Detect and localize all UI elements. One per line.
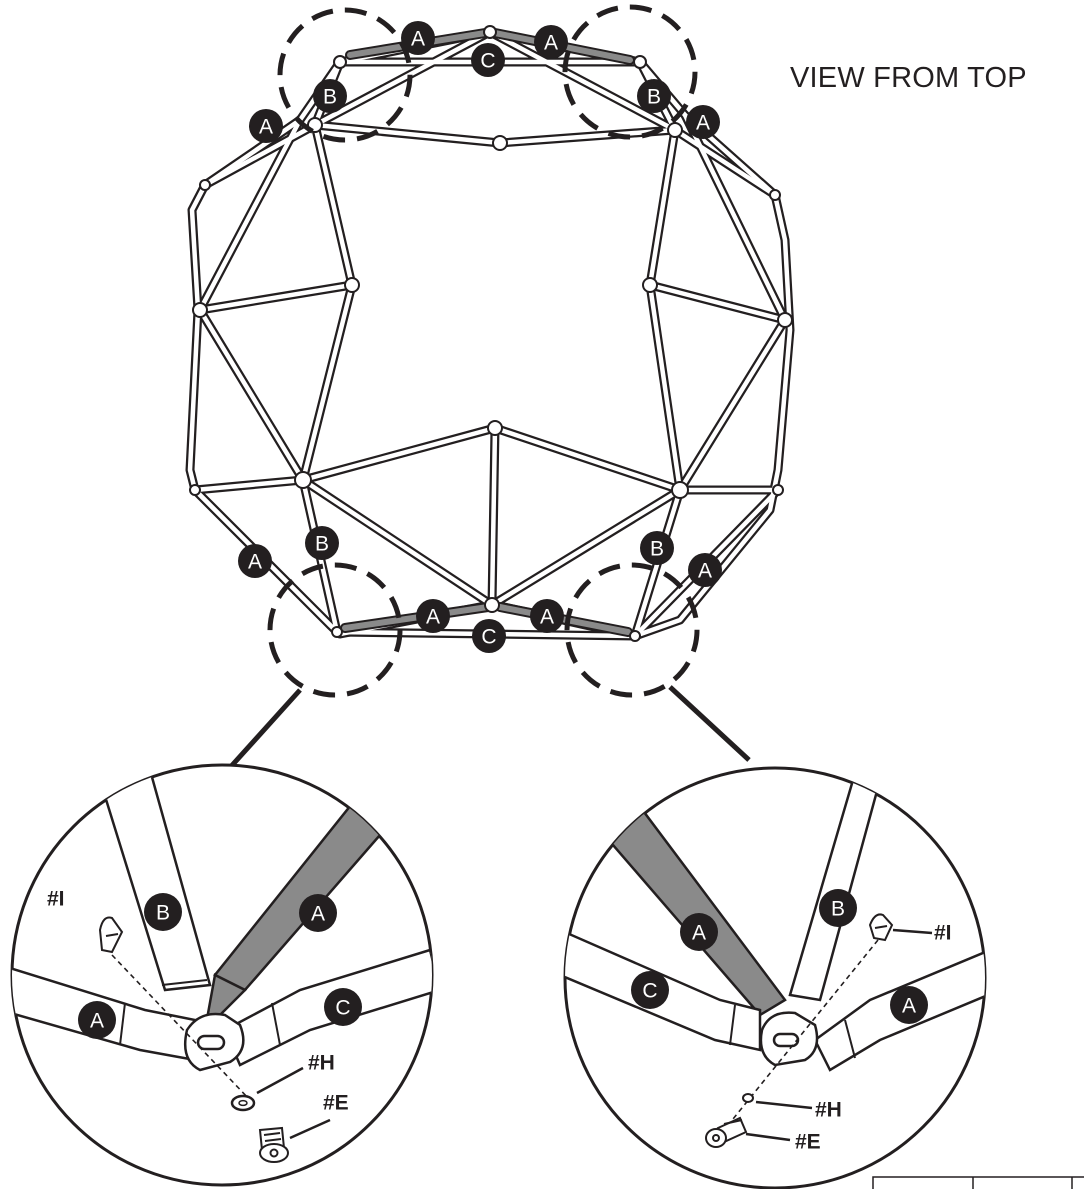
svg-text:A: A (311, 903, 325, 926)
svg-text:A: A (696, 112, 710, 135)
part-e-label: #E (795, 1131, 821, 1154)
svg-text:B: B (156, 902, 170, 925)
view-title: VIEW FROM TOP (790, 62, 1027, 94)
svg-text:A: A (426, 606, 440, 629)
badge-b: B (637, 79, 671, 113)
bolt-icon (258, 1126, 289, 1163)
cap-nut-icon (98, 916, 124, 954)
washer-icon (742, 1093, 754, 1103)
svg-text:A: A (544, 32, 558, 55)
svg-text:B: B (315, 533, 329, 556)
dome-joints (189, 25, 793, 642)
badge-c: C (472, 619, 506, 653)
badge-b: B (144, 893, 182, 931)
part-h-label: #H (308, 1052, 335, 1075)
cap-nut-icon (868, 913, 894, 942)
svg-text:B: B (323, 86, 337, 109)
svg-text:A: A (902, 995, 916, 1018)
badge-c: C (631, 971, 669, 1009)
svg-text:B: B (647, 86, 661, 109)
svg-text:C: C (335, 997, 350, 1020)
part-i-label: #I (47, 888, 65, 911)
leader-lines (224, 685, 751, 774)
svg-text:A: A (692, 922, 706, 945)
badge-a: A (401, 21, 435, 55)
bolt-icon (705, 1116, 748, 1148)
badge-a: A (688, 553, 722, 587)
svg-text:A: A (259, 116, 273, 139)
badge-b: B (313, 79, 347, 113)
badge-a: A (238, 544, 272, 578)
badge-c: C (324, 988, 362, 1026)
right-detail-view: #I #H #E A B C A (563, 766, 987, 1190)
badge-a: A (530, 599, 564, 633)
part-i-label: #I (934, 922, 952, 945)
table-corner-fragment (872, 1176, 1084, 1189)
badge-a: A (680, 913, 718, 951)
badge-a: A (299, 894, 337, 932)
badge-a: A (890, 986, 928, 1024)
svg-text:C: C (642, 980, 657, 1003)
detail-callouts (267, 4, 700, 698)
svg-text:A: A (248, 551, 262, 574)
svg-text:A: A (90, 1010, 104, 1033)
svg-text:A: A (698, 560, 712, 583)
badge-c: C (471, 43, 505, 77)
badge-a: A (416, 599, 450, 633)
part-h-label: #H (815, 1099, 842, 1122)
badge-b: B (305, 526, 339, 560)
svg-text:B: B (831, 898, 845, 921)
left-detail-view: #I #H #E B A A C (10, 763, 434, 1187)
svg-text:A: A (540, 606, 554, 629)
badge-a: A (249, 109, 283, 143)
svg-text:A: A (411, 28, 425, 51)
assembly-axis (111, 954, 251, 1101)
badge-a: A (78, 1001, 116, 1039)
badge-b: B (640, 531, 674, 565)
svg-text:C: C (481, 626, 496, 649)
badge-a: A (534, 25, 568, 59)
badge-b: B (819, 889, 857, 927)
badge-a: A (686, 105, 720, 139)
part-e-label: #E (323, 1092, 349, 1115)
svg-text:C: C (480, 50, 495, 73)
svg-text:B: B (650, 538, 664, 561)
